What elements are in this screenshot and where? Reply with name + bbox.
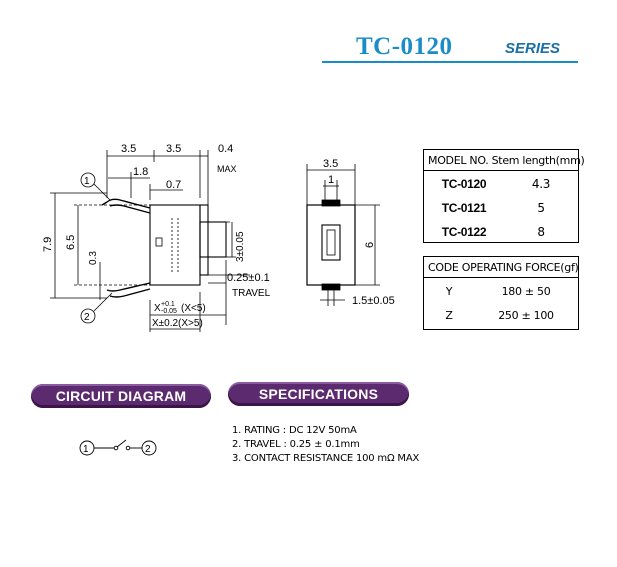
dim-label: -0.05 [161, 308, 177, 315]
circuit-terminal-1: 1 [83, 444, 89, 455]
spec-item: 1. RATING : DC 12V 50mA [232, 425, 357, 436]
circuit-terminal-2: 2 [145, 444, 151, 455]
model-cell: TC-0121 [441, 201, 487, 215]
specifications-label: SPECIFICATIONS [258, 386, 379, 402]
dim-label: 6 [364, 242, 376, 248]
callout-1: 1 [84, 176, 90, 187]
dim-label: 0.3 [88, 251, 99, 265]
table-row: Z 250 ± 100 [424, 303, 578, 327]
dim-label: 1.5±0.05 [352, 295, 395, 307]
length-cell: 4.3 [531, 177, 551, 191]
model-table: MODEL NO. Stem length(mm) TC-0120 4.3 TC… [423, 149, 585, 244]
dim-label: 0.25±0.1 [227, 272, 270, 284]
specifications-list: 1. RATING : DC 12V 50mA 2. TRAVEL : 0.25… [232, 424, 419, 466]
table-row: TC-0122 8 [424, 220, 578, 244]
dim-label: 1 [328, 174, 334, 186]
dim-label: 3.5 [323, 158, 338, 170]
series-label: SERIES [505, 40, 561, 57]
dim-label: X [154, 303, 161, 314]
dim-label: (X<5) [181, 303, 206, 314]
dim-label: 3±0.05 [235, 231, 246, 262]
dim-label: TRAVEL [232, 288, 271, 299]
side-view [50, 150, 250, 332]
front-view [306, 164, 380, 306]
force-cell: 180 ± 50 [501, 284, 551, 298]
model-table-header: MODEL NO. Stem length(mm) [424, 150, 585, 171]
side-view-labels: 3.5 3.5 0.4 MAX 1.8 0.7 1 2 7.9 6.5 0.3 … [42, 143, 271, 329]
dim-label: 3.5 [121, 143, 136, 155]
dim-label: 1.8 [133, 166, 148, 178]
specifications-badge: SPECIFICATIONS [228, 382, 409, 406]
table-row: Y 180 ± 50 [424, 279, 578, 303]
length-cell: 8 [537, 225, 545, 239]
dim-label: 0.7 [166, 179, 181, 191]
force-table: CODE OPERATING FORCE(gf) Y 180 ± 50 Z 25… [423, 256, 579, 330]
circuit-diagram-label: CIRCUIT DIAGRAM [55, 388, 187, 404]
length-cell: 5 [537, 201, 545, 215]
code-cell: Z [445, 308, 453, 322]
dim-label: 7.9 [42, 237, 54, 252]
table-row: TC-0121 5 [424, 196, 578, 220]
spec-item: 3. CONTACT RESISTANCE 100 mΩ MAX [232, 453, 420, 464]
model-cell: TC-0120 [441, 177, 487, 191]
table-row: TC-0120 4.3 [424, 172, 578, 196]
dim-label: 3.5 [166, 143, 181, 155]
page-title: TC-0120 [356, 33, 453, 60]
title-underline [322, 61, 578, 63]
force-cell: 250 ± 100 [498, 308, 554, 322]
dim-label: 6.5 [65, 235, 77, 250]
dim-label: X±0.2(X>5) [152, 318, 203, 329]
spec-item: 2. TRAVEL : 0.25 ± 0.1mm [232, 439, 360, 450]
model-cell: TC-0122 [441, 225, 487, 239]
circuit-diagram-badge: CIRCUIT DIAGRAM [31, 384, 211, 408]
force-table-header: CODE OPERATING FORCE(gf) [424, 257, 579, 278]
circuit-switch [79, 439, 157, 456]
callout-2: 2 [84, 312, 90, 323]
dim-label: MAX [217, 164, 237, 174]
dim-label: +0.1 [161, 301, 175, 308]
dim-label: 0.4 [218, 143, 233, 155]
front-view-labels: 3.5 1 6 1.5±0.05 [323, 158, 395, 307]
code-cell: Y [445, 284, 453, 298]
